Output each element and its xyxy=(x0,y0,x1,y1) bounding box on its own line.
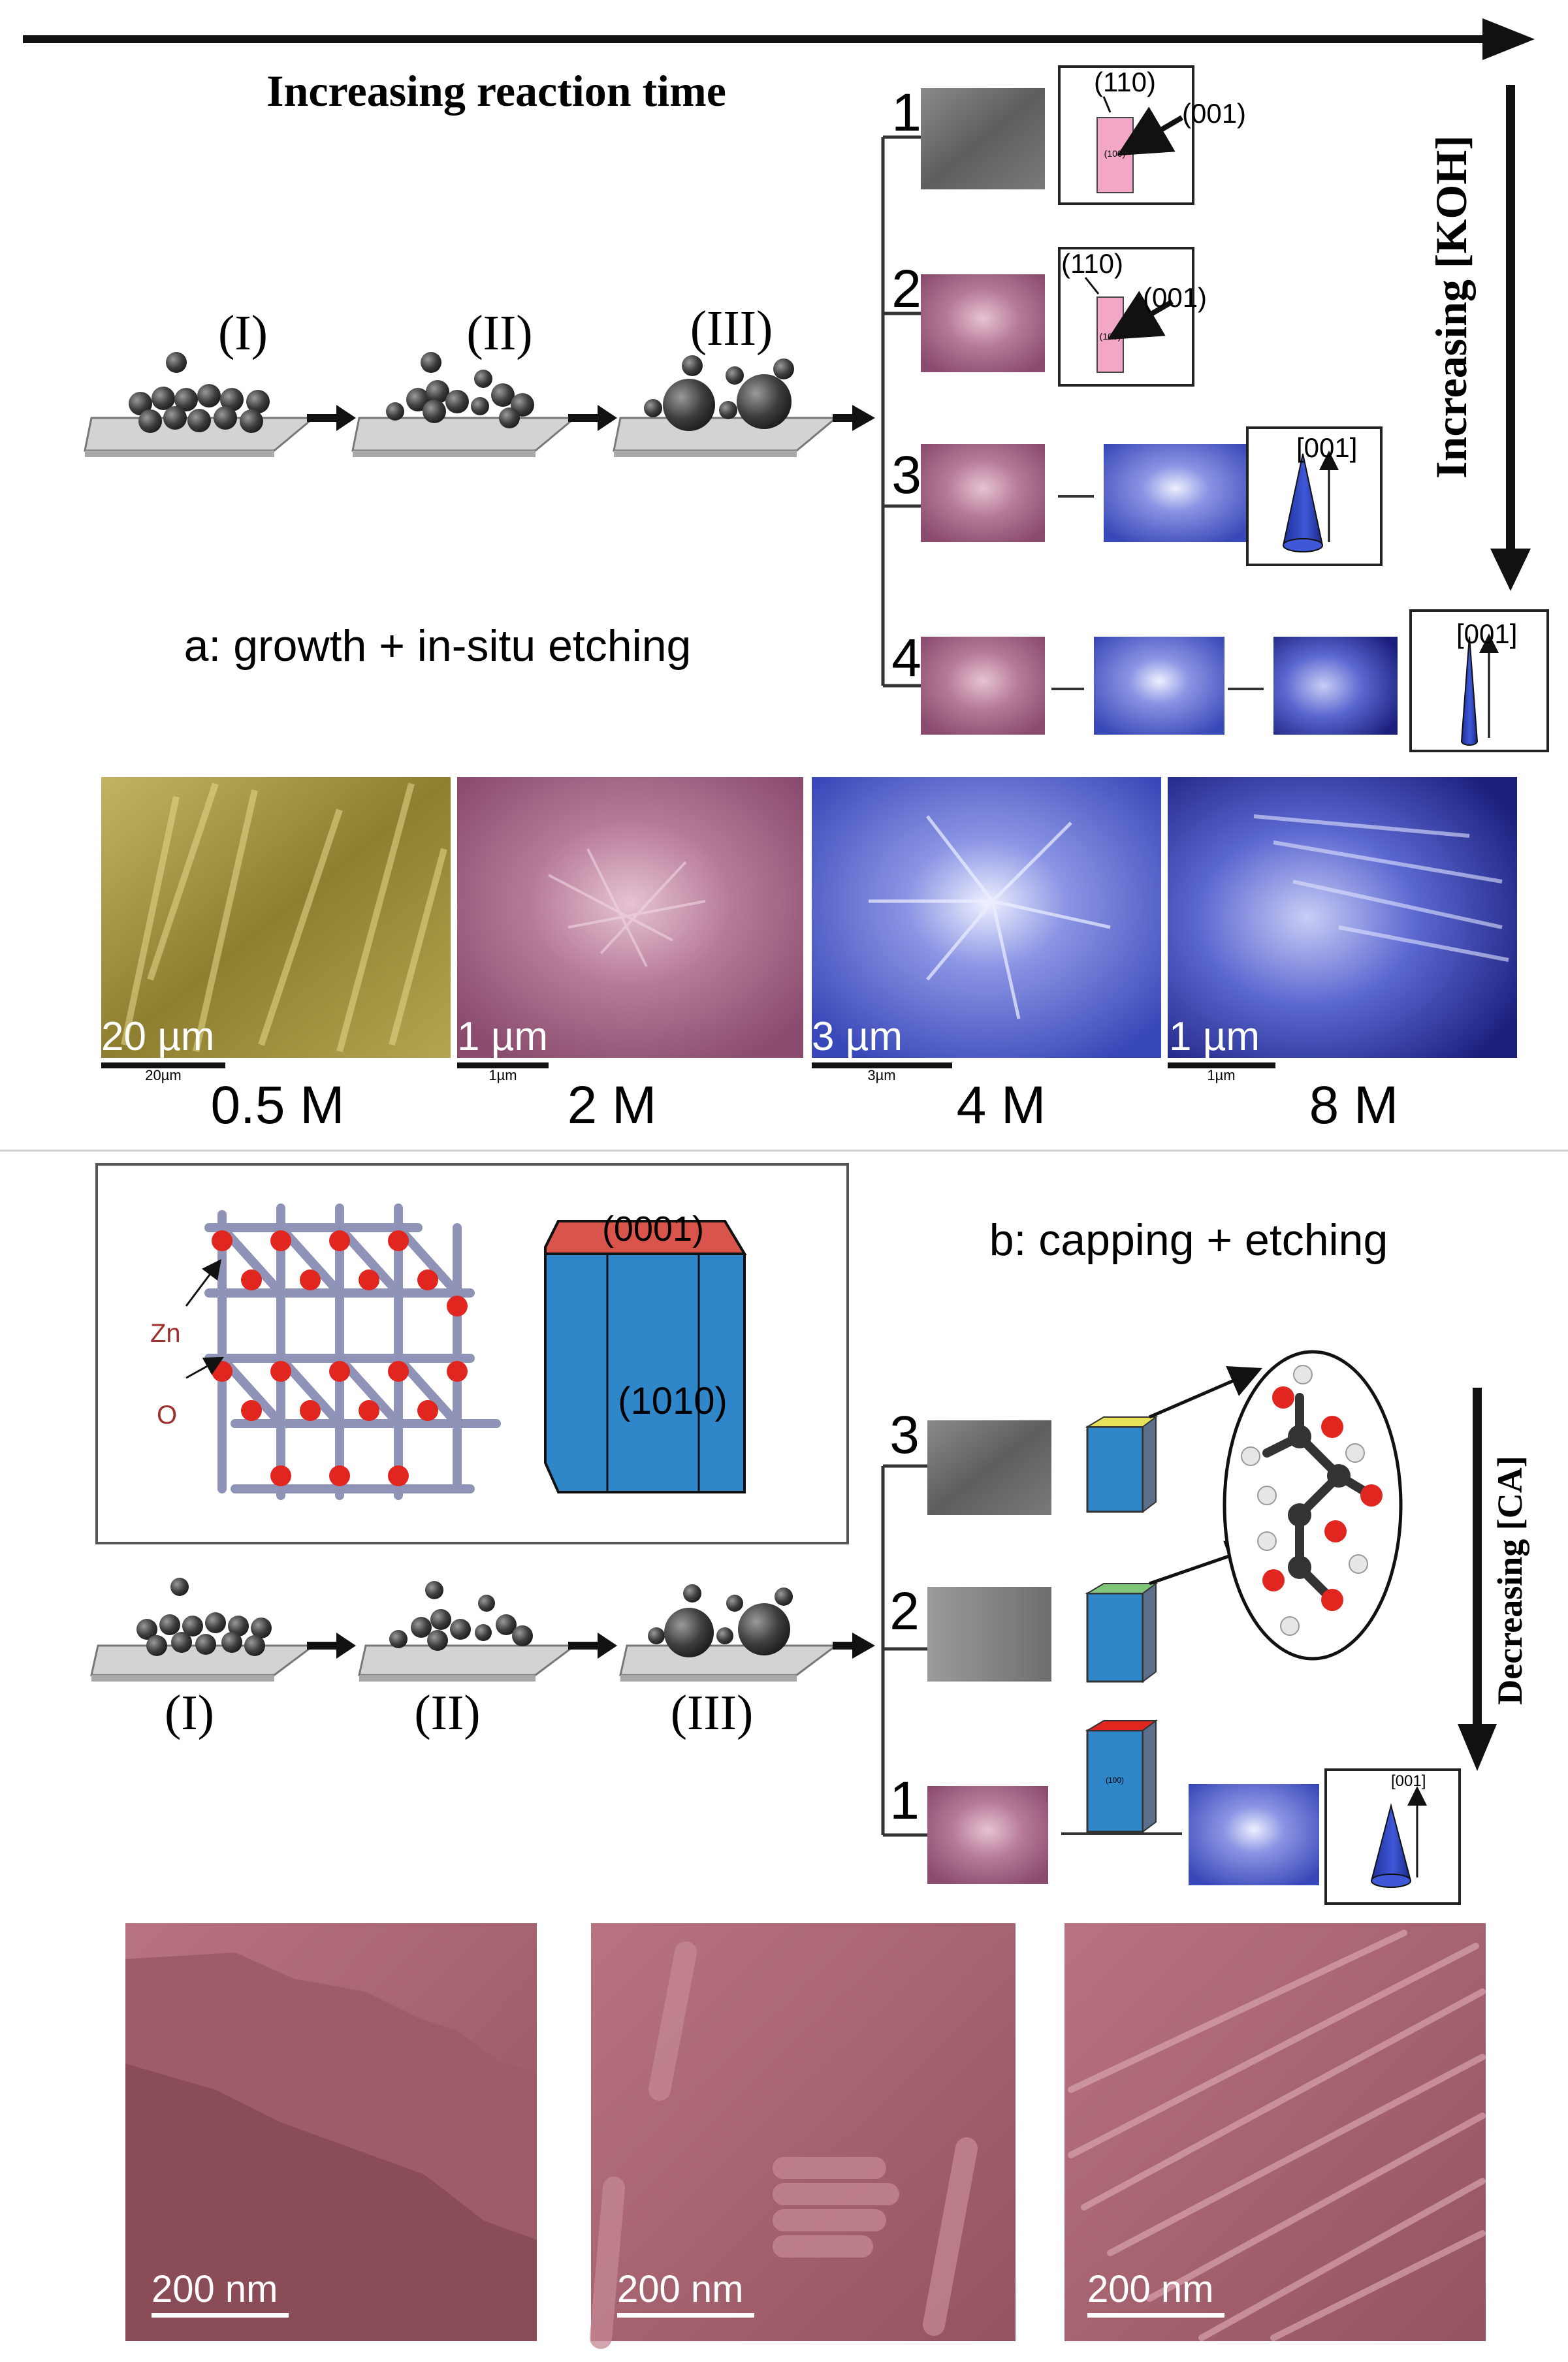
koh-label: Increasing [KOH] xyxy=(1426,135,1476,479)
branch-number: 1 xyxy=(889,1771,920,1830)
stage-2-label: (II) xyxy=(414,1685,480,1740)
branch-number: 2 xyxy=(889,1582,920,1641)
scale-small-label: 1µm xyxy=(1207,1067,1235,1083)
facet-diagram-box: (100) xyxy=(1058,247,1194,387)
stage-3-label: (III) xyxy=(671,1685,754,1740)
facet-001-label: (001) xyxy=(1182,98,1246,129)
stage-2-label: (II) xyxy=(466,306,532,360)
branch-number: 1 xyxy=(891,83,921,142)
direction-label: [001] xyxy=(1391,1772,1426,1790)
time-arrow-head xyxy=(1482,18,1535,60)
ca-arrow-head xyxy=(1458,1724,1497,1771)
scale-label: 200 nm xyxy=(1087,2268,1213,2310)
panel-b-caption: b: capping + etching xyxy=(989,1215,1388,1265)
facet-diagram-box: (100) xyxy=(1058,65,1194,205)
scale-label: 3 µm xyxy=(812,1014,903,1059)
panel-a-caption: a: growth + in-situ etching xyxy=(184,621,692,671)
branch-number: 2 xyxy=(891,259,921,319)
sem-thumb-grey xyxy=(927,1420,1051,1515)
sem-thumb-blue xyxy=(1273,637,1398,735)
growth-stages-top: (I) (II) (III) xyxy=(84,301,875,457)
facet-110-label: (110) xyxy=(1061,248,1123,279)
o-label: O xyxy=(157,1401,177,1429)
sem-thumb-grey xyxy=(921,88,1045,189)
sem-thumb-pink xyxy=(921,274,1045,372)
sem-panel: 1 µm xyxy=(457,777,803,1059)
cone-diagram-box xyxy=(1409,609,1549,752)
capped-prism xyxy=(1085,1416,1158,1513)
top-facet-label: (0001) xyxy=(602,1209,704,1249)
cone-diagram-box xyxy=(1324,1768,1461,1905)
sem-panel: 200 nm xyxy=(590,1923,1016,2349)
stage-1-label: (I) xyxy=(165,1685,214,1740)
branch-number: 3 xyxy=(889,1405,920,1465)
sem-thumb-pink xyxy=(921,637,1045,735)
sem-thumb-pink xyxy=(927,1786,1048,1884)
sem-thumb-blue xyxy=(1189,1784,1319,1885)
concentration-label: 2 M xyxy=(568,1076,657,1135)
scale-label: 20 µm xyxy=(101,1014,215,1059)
scale-bars xyxy=(101,1062,1275,1068)
stage-1-label: (I) xyxy=(218,306,268,360)
capped-prism: (100) xyxy=(1085,1719,1158,1833)
scale-small-label: 1µm xyxy=(488,1067,517,1083)
concentration-label: 0.5 M xyxy=(210,1076,344,1135)
facet-label: (100) xyxy=(1100,331,1121,342)
sem-panel: 200 nm xyxy=(1064,1923,1486,2341)
scale-label: 1 µm xyxy=(1169,1014,1260,1059)
sem-panel: 1 µm xyxy=(1168,777,1517,1059)
stage-3-label: (III) xyxy=(690,301,773,356)
sem-thumb-blue xyxy=(1094,637,1224,735)
scale-label: 1 µm xyxy=(457,1014,548,1059)
sem-thumb-blue xyxy=(1104,444,1247,542)
zn-label: Zn xyxy=(150,1319,181,1348)
scale-label: 200 nm xyxy=(617,2268,743,2310)
facet-label: (100) xyxy=(1104,148,1126,159)
cone-diagram-box xyxy=(1246,426,1383,566)
crystal-structure-box xyxy=(95,1163,849,1544)
koh-arrow-head xyxy=(1490,549,1531,591)
sem-panel: 3 µm xyxy=(812,777,1161,1059)
scale-label: 200 nm xyxy=(152,2268,278,2310)
growth-stages-bottom xyxy=(90,1578,875,1682)
direction-label: [001] xyxy=(1296,432,1357,463)
branch-bracket-top xyxy=(881,135,921,688)
facet-110-label: (110) xyxy=(1094,67,1156,97)
branch-number: 3 xyxy=(891,445,921,505)
scale-small-label: 20µm xyxy=(145,1067,181,1083)
sem-thumb-pink xyxy=(921,444,1045,542)
branch-number: 4 xyxy=(891,628,921,688)
concentration-label: 4 M xyxy=(957,1076,1046,1135)
pointer-arrow xyxy=(1149,1366,1262,1419)
concentration-label: 8 M xyxy=(1309,1076,1399,1135)
time-label: Increasing reaction time xyxy=(266,66,726,116)
sem-panel: 200 nm xyxy=(125,1923,537,2341)
facet-001-label: (001) xyxy=(1143,282,1207,313)
citric-acid-molecule xyxy=(1223,1350,1403,1661)
facet-label: (100) xyxy=(1106,1776,1124,1785)
direction-label: [001] xyxy=(1456,618,1517,649)
ca-label: Decreasing [CA] xyxy=(1490,1456,1529,1704)
capped-prism xyxy=(1085,1582,1158,1683)
sem-panel: 20 µm xyxy=(101,777,451,1059)
sem-thumb-grey xyxy=(927,1587,1051,1682)
side-facet-label: (1010) xyxy=(618,1380,728,1422)
scale-small-label: 3µm xyxy=(867,1067,895,1083)
branch-bracket-bottom xyxy=(881,1464,927,1837)
